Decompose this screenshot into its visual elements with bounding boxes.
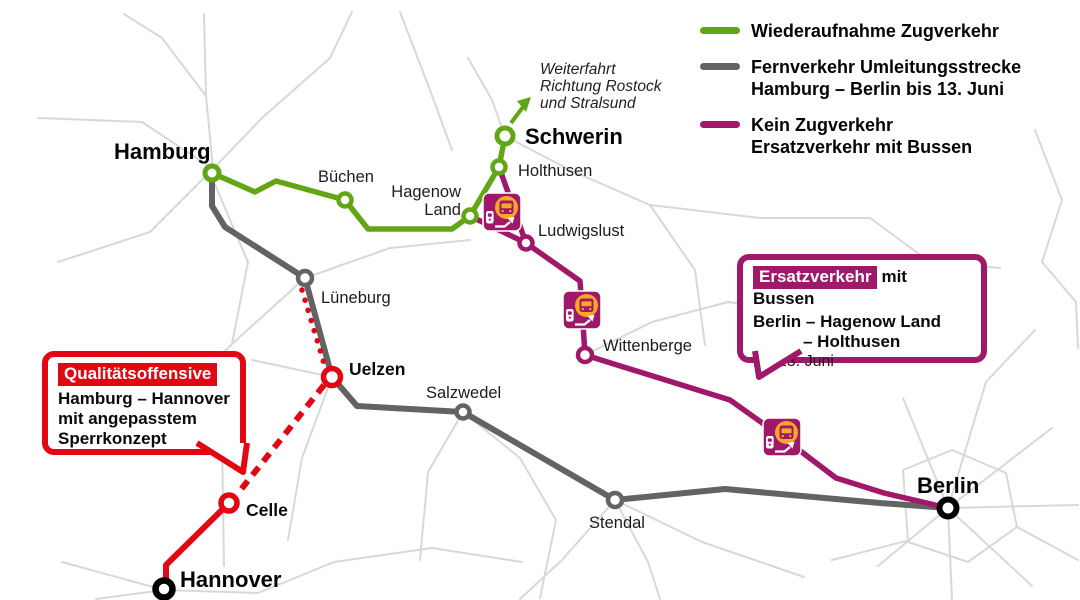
node-celle	[218, 492, 240, 514]
legend-swatch-purple	[700, 121, 740, 128]
legend-label-diversion: Fernverkehr Umleitungsstrecke Hamburg – …	[751, 57, 1022, 99]
legend-item-diversion: Fernverkehr Umleitungsstrecke Hamburg – …	[700, 56, 1021, 100]
route-no-service-wittenberge-berlin	[582, 352, 951, 511]
legend-label-no-service: Kein Zugverkehr Ersatzverkehr mit Bussen	[751, 115, 973, 157]
node-wittenberge	[575, 345, 595, 365]
label-celle: Celle	[246, 500, 288, 520]
node-uelzen	[320, 365, 344, 389]
station-labels: Hamburg Büchen Hagenow Land Holthusen Sc…	[114, 124, 979, 592]
label-berlin: Berlin	[917, 473, 979, 498]
legend: Wiederaufnahme Zugverkehr Fernverkehr Um…	[700, 20, 1021, 172]
bus-replacement-icon-ludwigslust-wittenberge	[561, 289, 603, 331]
qualitaetsoffensive-badge: Qualitätsoffensive	[58, 363, 218, 386]
label-hagenow-line2: Land	[424, 201, 461, 219]
legend-item-resumed-service: Wiederaufnahme Zugverkehr	[700, 20, 1021, 42]
route-resumed-hamburg-schwerin	[209, 133, 508, 232]
ersatzverkehr-badge: Ersatzverkehr	[753, 266, 878, 289]
node-buechen	[336, 191, 354, 209]
node-stendal	[605, 490, 625, 510]
node-holthusen	[490, 158, 508, 176]
label-hannover: Hannover	[180, 567, 282, 592]
bus-replacement-icon-holthusen	[481, 191, 523, 233]
ersatzverkehr-badge-suffix: mit Bussen	[753, 267, 907, 308]
label-holthusen: Holthusen	[518, 162, 592, 180]
node-berlin	[936, 496, 960, 520]
background-rail-network	[37, 11, 1079, 600]
label-stendal: Stendal	[589, 514, 645, 532]
route-diversion-hamburg-berlin	[209, 170, 951, 511]
route-red-dashed-uelzen-celle	[236, 383, 327, 494]
label-salzwedel: Salzwedel	[426, 384, 501, 402]
label-buechen: Büchen	[318, 168, 374, 186]
station-nodes	[152, 125, 960, 600]
node-hannover	[152, 577, 176, 600]
node-hagenow-land	[461, 207, 479, 225]
label-uelzen: Uelzen	[349, 359, 405, 379]
callout-red-line3: Sperrkonzept	[58, 429, 167, 448]
label-lueneburg: Lüneburg	[321, 289, 391, 307]
node-schwerin	[494, 125, 516, 147]
node-hamburg	[202, 163, 222, 183]
node-ludwigslust	[517, 234, 535, 252]
label-hagenow-line1: Hagenow	[391, 183, 461, 201]
callout-purple-line1: Berlin – Hagenow Land	[753, 312, 941, 331]
label-wittenberge: Wittenberge	[603, 337, 692, 355]
label-ludwigslust: Ludwigslust	[538, 222, 625, 240]
bus-replacement-icon-wittenberge-berlin	[761, 416, 803, 458]
legend-swatch-gray	[700, 63, 740, 70]
legend-swatch-green	[700, 27, 740, 34]
callout-qualitaetsoffensive: Qualitätsoffensive Hamburg – Hannover mi…	[42, 351, 250, 475]
continuation-arrow	[509, 97, 531, 125]
node-salzwedel	[454, 403, 472, 421]
label-hamburg: Hamburg	[114, 139, 211, 164]
label-schwerin: Schwerin	[525, 124, 623, 149]
node-lueneburg	[295, 268, 315, 288]
continuation-note: Weiterfahrt Richtung Rostock und Stralsu…	[540, 61, 662, 112]
callout-purple-line2: – Holthusen	[803, 332, 901, 351]
callout-red-tail	[195, 440, 250, 475]
legend-item-no-service: Kein Zugverkehr Ersatzverkehr mit Bussen	[700, 114, 1021, 158]
callout-purple-tail	[752, 348, 803, 380]
callout-red-line2: mit angepasstem	[58, 409, 197, 428]
callout-red-line1: Hamburg – Hannover	[58, 389, 230, 408]
legend-label-resumed-service: Wiederaufnahme Zugverkehr	[751, 21, 999, 41]
route-red-dotted-lueneburg-uelzen	[299, 287, 329, 373]
